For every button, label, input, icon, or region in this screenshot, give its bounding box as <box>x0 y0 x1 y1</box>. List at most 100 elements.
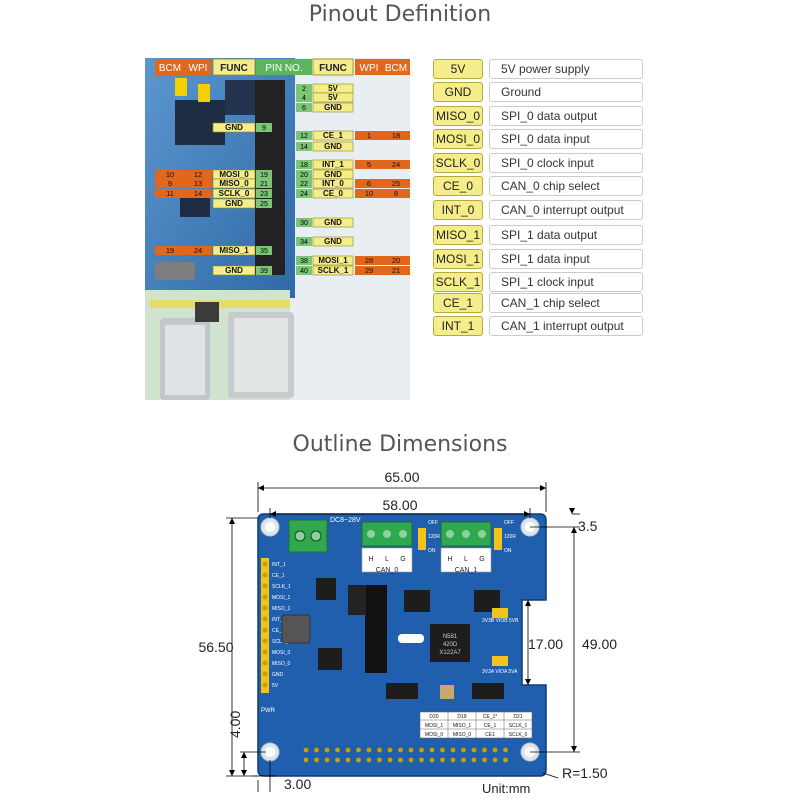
dim-width-total: 65.00 <box>384 469 419 485</box>
can1-pin-l: L <box>464 556 468 563</box>
legend-description: SPI_0 data input <box>489 129 643 149</box>
config-cell: MISO_1 <box>453 723 472 729</box>
legend-code: CE_1 <box>433 293 483 313</box>
bcm-right: 8 <box>394 189 398 198</box>
header-wpi-right: WPI <box>360 63 379 74</box>
dim-hole-offset-bottom: 4.00 <box>227 711 243 738</box>
func-right: INT_1 <box>322 160 344 169</box>
wpi-left: 13 <box>194 179 202 188</box>
config-cell: MOSI_0 <box>425 732 444 738</box>
legend-code: MISO_1 <box>433 225 483 245</box>
dim-width-holes: 58.00 <box>382 497 417 513</box>
can0-on-label: ON <box>428 548 436 554</box>
side-header-label: GND <box>272 672 284 678</box>
sel-label-bottom: 3V3A VIOA 5VA <box>482 669 518 675</box>
legend-description: CAN_1 chip select <box>489 293 643 313</box>
can1-off-label: OFF <box>504 520 514 526</box>
wpi-right: 5 <box>367 160 371 169</box>
pin-number-right: 34 <box>300 239 308 246</box>
side-header-label: SCLK_0 <box>272 639 291 645</box>
func-left: MOSI_0 <box>219 170 249 179</box>
func-left: GND <box>225 266 243 275</box>
pin-number-left: 21 <box>260 181 268 188</box>
bcm-left: 10 <box>166 170 174 179</box>
side-header-label: CE_1 <box>272 573 285 579</box>
legend-description: SPI_0 data output <box>489 106 643 126</box>
legend-description: SPI_1 data output <box>489 225 643 245</box>
bcm-right: 21 <box>392 266 400 275</box>
side-header-labels: INT_1CE_1SCLK_1MOSI_1MISO_1INT_0CE_0SCLK… <box>262 561 291 689</box>
side-header-label: MISO_0 <box>272 661 291 667</box>
pin-row: 14 GND <box>296 141 354 152</box>
func-right: MOSI_1 <box>318 256 348 265</box>
legend-code: MOSI_1 <box>433 249 483 269</box>
legend-description: Ground <box>489 82 643 102</box>
unit-label: Unit:mm <box>482 781 530 796</box>
header-wpi-left: WPI <box>189 63 208 74</box>
pin-number-left: 39 <box>260 268 268 275</box>
pin-number-right: 30 <box>300 220 308 227</box>
pin-number-left: 35 <box>260 248 268 255</box>
side-header-label: MISO_1 <box>272 606 291 612</box>
pin-number-right: 14 <box>300 144 308 151</box>
config-cell: SCLK_1 <box>509 723 528 729</box>
header-func-right: FUNC <box>319 63 347 74</box>
vio-select-jumper-a[interactable] <box>492 656 508 666</box>
can1-termination-jumper[interactable] <box>494 528 502 550</box>
pin-number-right: 2 <box>302 86 306 93</box>
legend-code: GND <box>433 82 483 102</box>
func-right: 5V <box>328 93 338 102</box>
can1-ohm-label: 120R <box>504 534 516 540</box>
dim-height-holes: 49.00 <box>582 636 617 652</box>
side-header-label: INT_0 <box>272 617 286 623</box>
side-header-label: MOSI_1 <box>272 595 291 601</box>
isolation-module <box>365 585 387 673</box>
wpi-right: 6 <box>367 179 371 188</box>
pin-table-headers: BCM WPI FUNC PIN NO. FUNC WPI BCM <box>155 58 410 76</box>
bcm-left: 9 <box>168 179 172 188</box>
mounting-hole-top-left <box>260 517 280 537</box>
pin-number-left: 25 <box>260 201 268 208</box>
can0-pin-l: L <box>385 556 389 563</box>
sel-label-top: 3V3B VIOB 5VB <box>482 618 519 624</box>
config-cell: CE1 <box>485 732 495 738</box>
inductor <box>281 614 311 644</box>
header-bcm-right: BCM <box>385 63 407 74</box>
pwr-label: PWR <box>261 708 276 714</box>
bcm-right: 20 <box>392 256 400 265</box>
side-header-label: SCLK_1 <box>272 584 291 590</box>
pin-number-left: 23 <box>260 191 268 198</box>
wpi-right: 28 <box>365 256 373 265</box>
func-left: GND <box>225 123 243 132</box>
func-right: CE_1 <box>323 131 344 140</box>
can0-ohm-label: 120R <box>428 534 440 540</box>
can1-on-label: ON <box>504 548 512 554</box>
dim-notch: 17.00 <box>528 636 563 652</box>
config-header: CE_1* <box>483 714 498 720</box>
legend-code: MISO_0 <box>433 106 483 126</box>
dim-hole-offset-left: 3.00 <box>284 776 311 792</box>
wpi-right: 29 <box>365 266 373 275</box>
legend-description: CAN_0 interrupt output <box>489 200 643 220</box>
pin-number-left: 19 <box>260 172 268 179</box>
can0-termination-jumper[interactable] <box>418 528 426 550</box>
func-right: GND <box>324 142 342 151</box>
wpi-left: 24 <box>194 246 202 255</box>
vio-select-jumper-b[interactable] <box>492 608 508 618</box>
config-header: D19 <box>457 714 466 720</box>
chip-text-line2: 420D <box>443 642 458 648</box>
pin-number-right: 22 <box>300 181 308 188</box>
side-pin-header <box>261 558 269 693</box>
input-voltage-label: DC8~28V <box>330 517 361 524</box>
